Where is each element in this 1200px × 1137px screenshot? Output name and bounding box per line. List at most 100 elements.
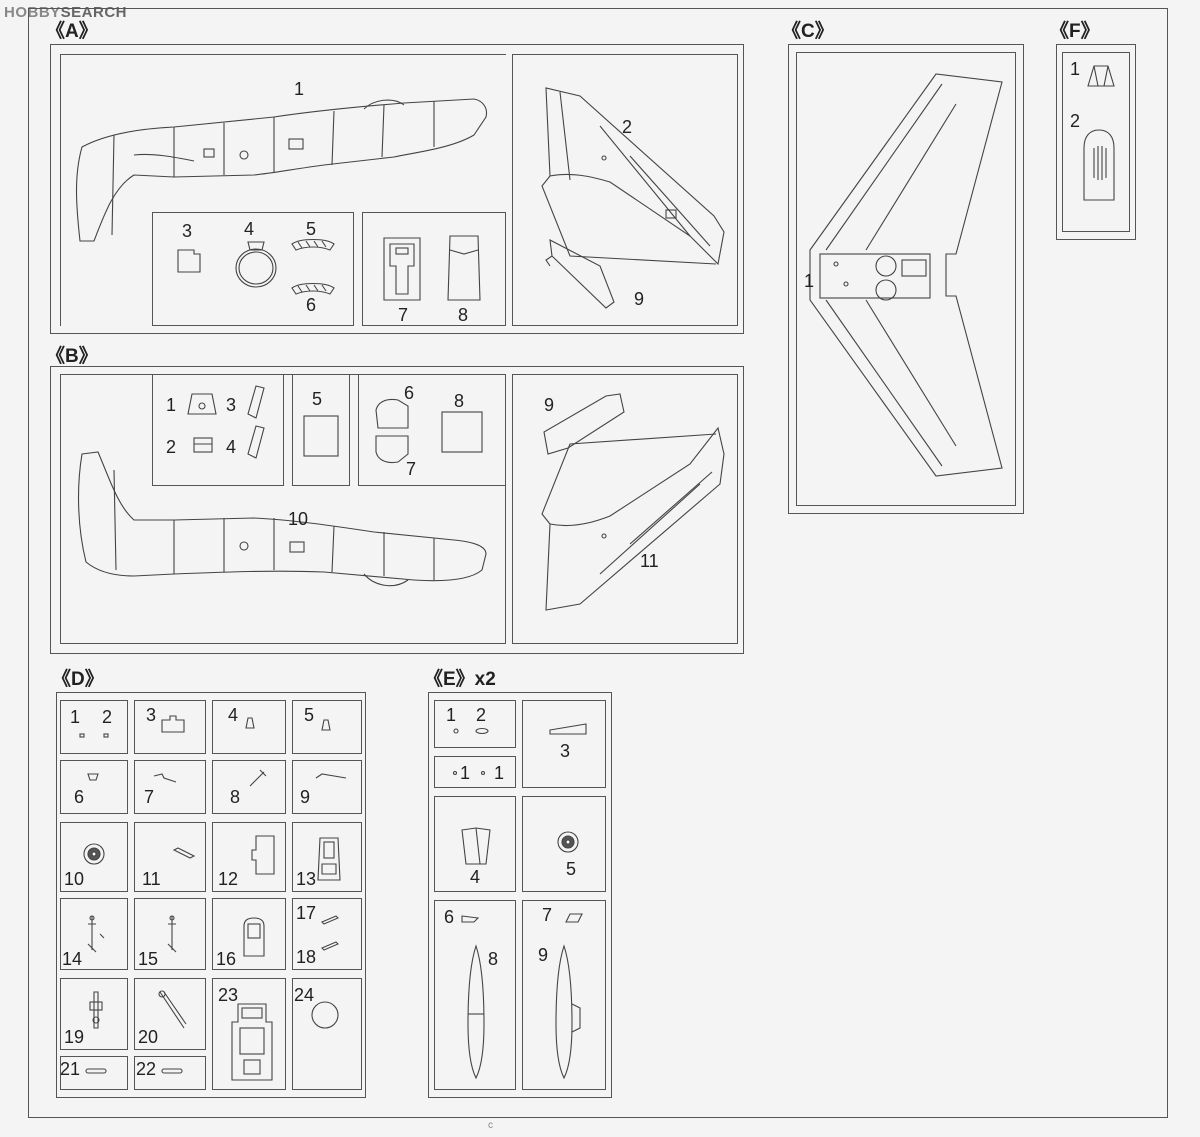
- section-label-a: 《A》: [46, 21, 98, 42]
- e1-small-part-right: [480, 770, 486, 776]
- d-cell-16: [212, 898, 286, 970]
- e-part-4-label: 4: [470, 867, 481, 887]
- c-part-1-label: 1: [804, 271, 815, 291]
- a6-mesh-part: [291, 282, 335, 295]
- d-cell-11: [134, 822, 206, 892]
- section-label-b: 《B》: [46, 346, 98, 367]
- d-cell-17: [292, 898, 362, 970]
- d-part-24-label: 24: [294, 985, 315, 1005]
- e-part-8-label: 8: [488, 949, 499, 969]
- d9-part: [315, 773, 347, 779]
- sprue-f: [1056, 44, 1136, 240]
- d20-part: [158, 990, 187, 1029]
- e-part-7-label: 7: [542, 905, 553, 925]
- a-part-2-label: 2: [622, 117, 633, 137]
- d-part-8-label: 8: [230, 787, 241, 807]
- d21-part: [85, 1068, 107, 1074]
- d-cell-10: [60, 822, 128, 892]
- b4-part: [247, 425, 265, 459]
- e-cell-4: [434, 796, 516, 892]
- d-part-16-label: 16: [216, 949, 237, 969]
- a-part-6-label: 6: [306, 295, 317, 315]
- e5-wheel-part: [557, 831, 579, 853]
- sprue-a-seat-cell: [362, 212, 506, 326]
- d-part-13-label: 13: [296, 869, 317, 889]
- d-part-10-label: 10: [64, 869, 85, 889]
- d-cell-14: [60, 898, 128, 970]
- d-part-6-label: 6: [74, 787, 85, 807]
- b9-stabilizer-part: [543, 393, 625, 455]
- section-label-d: 《D》: [52, 669, 104, 690]
- d-part-7-label: 7: [144, 787, 155, 807]
- sheet-border: [28, 8, 1168, 1118]
- d-cell-19: [60, 978, 128, 1050]
- e-cell-1: [434, 700, 516, 748]
- section-label-c: 《C》: [782, 21, 834, 42]
- d1-d2-parts: [79, 733, 109, 738]
- e-cell-6: [434, 900, 516, 1090]
- d7-part: [153, 773, 177, 783]
- a1-fuselage-part: [75, 98, 488, 242]
- sprue-f-cell: [1062, 52, 1130, 232]
- b-part-11-label: 11: [640, 551, 659, 571]
- d-cell-8: [212, 760, 286, 814]
- d13-seat-part: [317, 837, 341, 881]
- footer-mark: c: [488, 1120, 493, 1131]
- a9-stabilizer-part: [545, 239, 615, 309]
- d-part-5-label: 5: [304, 705, 315, 725]
- e-part-1-label: 1: [446, 705, 457, 725]
- e-part-5-label: 5: [566, 859, 577, 879]
- e-cell-5: [522, 796, 606, 892]
- b1-part: [187, 393, 217, 415]
- d4-part: [245, 717, 255, 729]
- d16-part: [243, 917, 265, 957]
- d-part-18-label: 18: [296, 947, 317, 967]
- f-part-1-label: 1: [1070, 59, 1081, 79]
- c1-lower-wing-part: [809, 73, 1003, 477]
- a-part-7-label: 7: [398, 305, 409, 325]
- e3-part: [549, 723, 587, 735]
- d-cell-13: [292, 822, 362, 892]
- b6-part: [375, 398, 409, 429]
- d-part-15-label: 15: [138, 949, 159, 969]
- d-cell-12: [212, 822, 286, 892]
- e-part-1b-label: 1: [460, 763, 471, 783]
- a2-wing-part: [541, 87, 725, 266]
- b5-part: [303, 415, 339, 457]
- b-part-10-label: 10: [288, 509, 309, 529]
- d15-strut-part: [167, 915, 177, 953]
- a-part-4-label: 4: [244, 219, 255, 239]
- d-cell-4: [212, 700, 286, 754]
- e6-part: [461, 915, 480, 923]
- d-cell-21: [60, 1056, 128, 1090]
- b8-part: [441, 411, 483, 453]
- sprue-b: [50, 366, 744, 654]
- d14-strut-part: [87, 915, 105, 953]
- a7-part: [383, 237, 421, 301]
- d-part-12-label: 12: [218, 869, 239, 889]
- e9-drop-tank-part: [555, 944, 581, 1080]
- d-cell-24: [292, 978, 362, 1090]
- d-cell-23: [212, 978, 286, 1090]
- d-part-22-label: 22: [136, 1059, 157, 1079]
- b-part-4-label: 4: [226, 437, 237, 457]
- d19-part: [89, 991, 103, 1029]
- d-cell-3: [134, 700, 206, 754]
- e-part-3-label: 3: [560, 741, 571, 761]
- b-part-6-label: 6: [404, 383, 415, 403]
- d-cell-1: [60, 700, 128, 754]
- section-label-e: 《E》x2: [424, 669, 496, 690]
- sprue-c-cell: [796, 52, 1016, 506]
- a-part-3-label: 3: [182, 221, 193, 241]
- d-cell-22: [134, 1056, 206, 1090]
- e-cell-1b: [434, 756, 516, 788]
- b7-part: [375, 435, 409, 464]
- d-part-19-label: 19: [64, 1027, 85, 1047]
- sprue-a-small-cell: [152, 212, 354, 326]
- a3-part: [177, 249, 201, 273]
- d-part-9-label: 9: [300, 787, 311, 807]
- e7-part: [565, 913, 583, 923]
- e-part-9-label: 9: [538, 945, 549, 965]
- d-part-20-label: 20: [138, 1027, 159, 1047]
- f1-windscreen-part: [1087, 65, 1115, 87]
